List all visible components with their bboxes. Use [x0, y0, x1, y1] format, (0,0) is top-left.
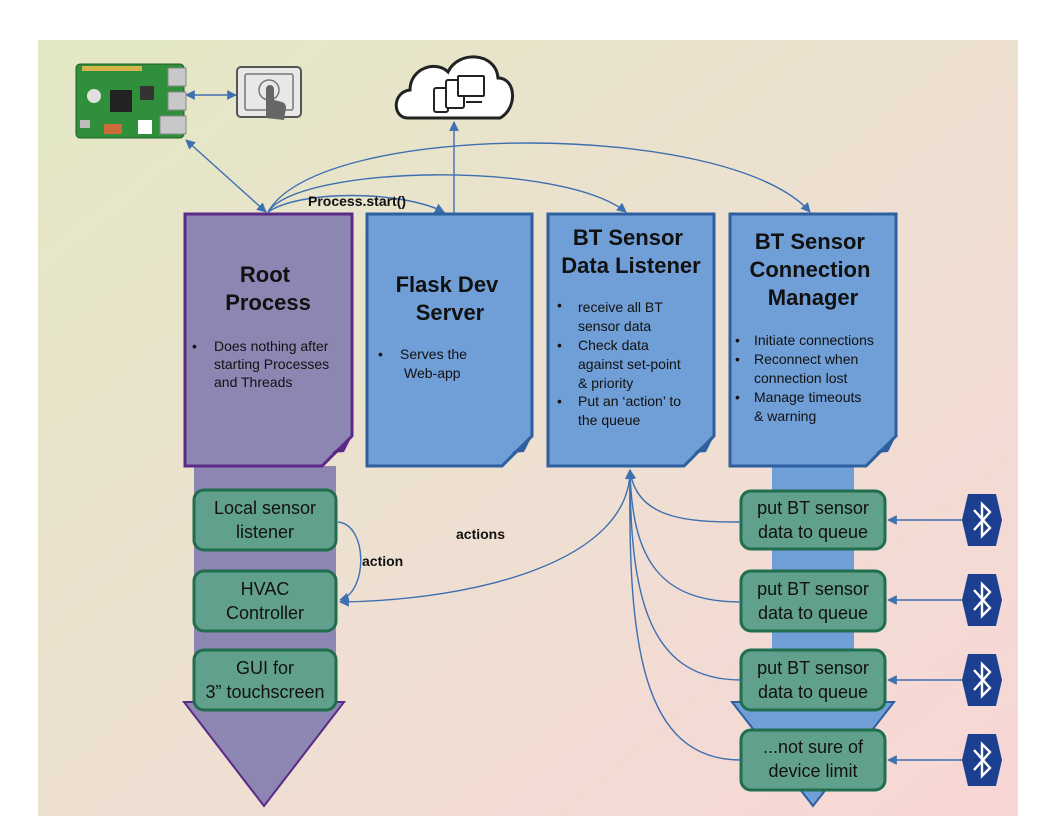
- root-to-flask-arrow: [267, 194, 445, 213]
- bt-connection-manager-bullet-1: Initiate connections: [754, 332, 874, 348]
- queue3-to-listener-arrow: [625, 469, 742, 681]
- actions-label: actions: [456, 526, 505, 542]
- bt-data-listener-title: BT Sensor Data Listener: [561, 225, 701, 278]
- root-process-title: Root Process: [225, 262, 311, 315]
- flask-server-bullet: Serves the Web-app: [400, 346, 471, 381]
- root-to-manager-arrow: [267, 142, 811, 213]
- svg-text:•••: •••: [735, 332, 740, 405]
- svg-text:•••: •••: [557, 297, 562, 409]
- process-start-label: Process.start(): [308, 193, 406, 209]
- board-root-link: [185, 139, 267, 213]
- bt-data-listener-bullet-3: Put an ‘action’ to the queue: [578, 393, 685, 428]
- root-process-box: Root Process • Does nothing after starti…: [183, 212, 354, 468]
- queue1-to-listener-arrow: [626, 469, 742, 523]
- bluetooth-icon: [962, 734, 1002, 786]
- cloud-devices-icon: [394, 55, 514, 120]
- listener-to-hvac-arrow: [339, 469, 631, 607]
- root-process-bullet: Does nothing after starting Processes an…: [214, 338, 333, 390]
- root-to-listener-arrow: [267, 174, 627, 213]
- bluetooth-icon: [962, 494, 1002, 546]
- bt-data-listener-bullet-2: Check data against set-point & priority: [578, 337, 685, 391]
- flask-server-title: Flask Dev Server: [396, 272, 505, 325]
- touchscreen-icon: [236, 66, 302, 120]
- action-label: action: [362, 553, 403, 569]
- flask-server-box: Flask Dev Server • Serves the Web-app: [365, 212, 534, 468]
- bt-data-listener-box: BT Sensor Data Listener ••• receive all …: [546, 212, 716, 468]
- bt-connection-manager-box: BT Sensor Connection Manager ••• Initiat…: [728, 212, 898, 468]
- bluetooth-icon: [962, 574, 1002, 626]
- bt-connection-manager-title: BT Sensor Connection Manager: [749, 229, 876, 310]
- raspberry-pi-board-icon: [75, 63, 187, 139]
- bt-connection-manager-bullet-2: Reconnect when connection lost: [754, 351, 862, 386]
- local-sensor-to-hvac-arrow: [337, 521, 362, 603]
- bt-data-listener-bullet-1: receive all BT sensor data: [578, 299, 666, 334]
- bt-connection-manager-bullet-3: Manage timeouts & warning: [754, 389, 865, 424]
- bluetooth-icon: [962, 654, 1002, 706]
- svg-text:•: •: [192, 338, 197, 354]
- device-limit-to-listener-arrow: [624, 469, 742, 761]
- svg-text:•: •: [378, 346, 383, 362]
- queue2-to-listener-arrow: [625, 469, 742, 603]
